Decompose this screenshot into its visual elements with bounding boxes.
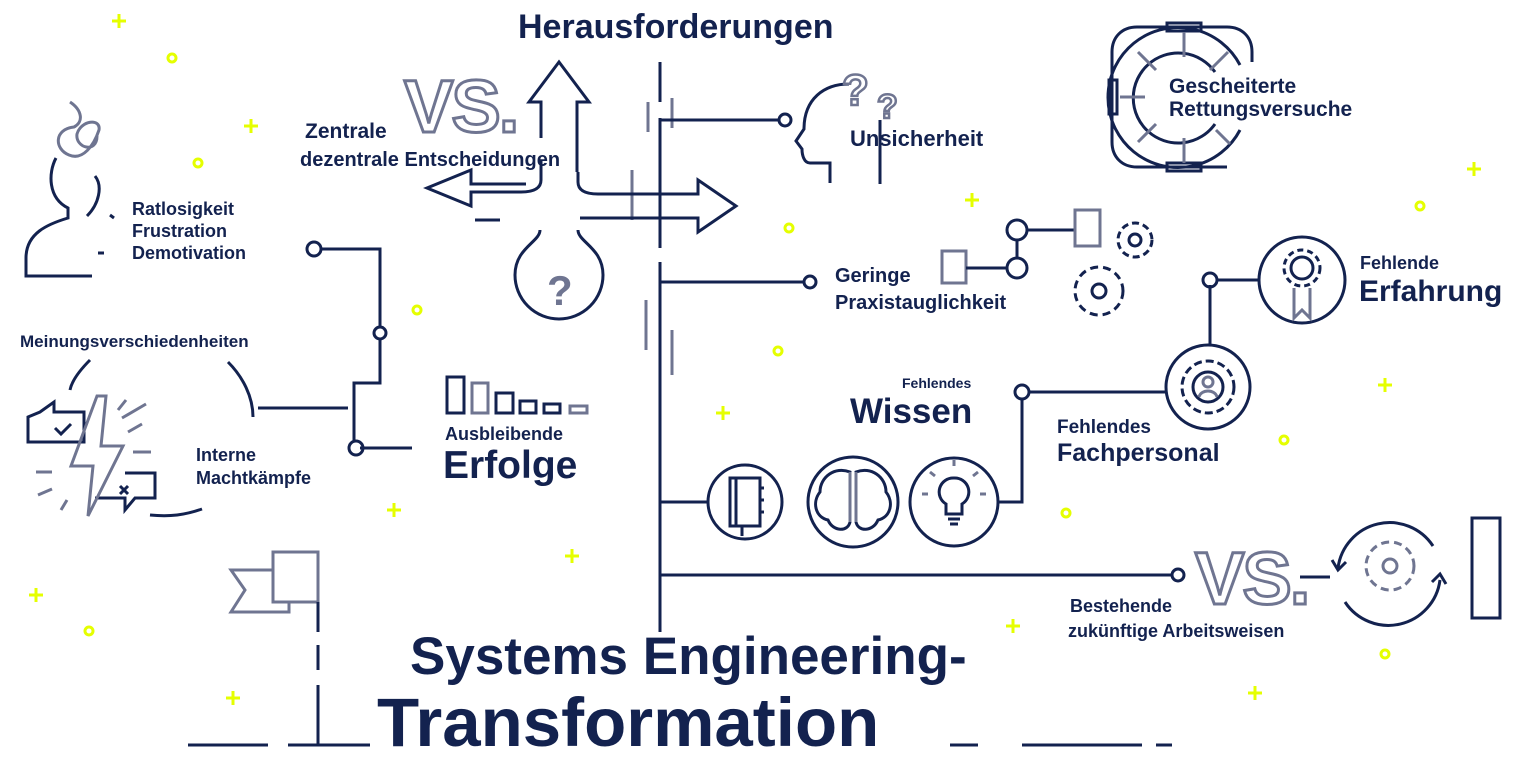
label-zentrale: Zentrale: [305, 120, 387, 143]
label-fehlendes-fach: Fehlendes: [1057, 417, 1151, 438]
label-wissen: Wissen: [850, 392, 973, 431]
svg-text:?: ?: [842, 66, 869, 115]
label-frustration: Frustration: [132, 221, 228, 241]
footer-title-line2: Transformation: [377, 684, 880, 761]
cycle-gear-icon: [1300, 516, 1502, 627]
label-fehlendes-wissen: Fehlendes: [902, 375, 972, 391]
decorative-sparkles: [29, 14, 1481, 705]
label-zukuenftige: zukünftige Arbeitsweisen: [1068, 621, 1285, 641]
label-erfahrung: Erfahrung: [1359, 275, 1503, 308]
label-rettungsversuche: Rettungsversuche: [1169, 98, 1353, 121]
label-unsicherheit: Unsicherheit: [850, 126, 984, 151]
label-demotivation: Demotivation: [132, 243, 247, 263]
gears-icon: [940, 208, 1154, 317]
flag-icon: [228, 550, 320, 745]
crossroads-arrows-icon: ?: [423, 59, 739, 321]
vs-label-arbeitsweisen: VS.: [1193, 537, 1311, 620]
label-fachpersonal: Fachpersonal: [1057, 439, 1220, 467]
lifebuoy-icon: [1106, 21, 1254, 173]
page-title: Herausforderungen: [518, 8, 834, 46]
question-head-icon: ? ?: [794, 65, 899, 184]
confused-head-icon: [24, 100, 115, 278]
left-circuit-lines: [68, 240, 412, 518]
label-machtkaempfe: Machtkämpfe: [196, 468, 312, 488]
declining-bars-icon: [445, 375, 589, 415]
conflict-speech-icon: [26, 394, 157, 517]
label-ausbleibende: Ausbleibende: [445, 424, 564, 444]
label-interne: Interne: [196, 445, 257, 465]
label-ratlosigkeit: Ratlosigkeit: [132, 199, 235, 219]
label-geringe: Geringe: [835, 265, 911, 287]
label-bestehende: Bestehende: [1070, 596, 1173, 616]
vs-label-centralization: VS.: [402, 65, 520, 148]
label-meinungsverschiedenheiten: Meinungsverschiedenheiten: [20, 332, 249, 351]
label-fehlende: Fehlende: [1360, 253, 1440, 273]
lightbulb-icon: [922, 460, 986, 526]
label-dezentrale: dezentrale Entscheidungen: [300, 149, 561, 171]
book-icon: [728, 476, 764, 536]
footer-title-line1: Systems Engineering-: [410, 627, 967, 686]
label-gescheiterte: Gescheiterte: [1169, 75, 1297, 98]
label-erfolge: Erfolge: [443, 444, 578, 487]
knowledge-icons: [706, 383, 1166, 549]
svg-text:?: ?: [547, 267, 573, 314]
main-spine: [630, 62, 1186, 632]
award-icon: [1257, 235, 1347, 325]
svg-text:?: ?: [877, 88, 898, 126]
label-praxistauglichkeit: Praxistauglichkeit: [835, 292, 1007, 314]
brain-icon: [814, 468, 892, 531]
person-gear-icon: [1164, 271, 1259, 431]
